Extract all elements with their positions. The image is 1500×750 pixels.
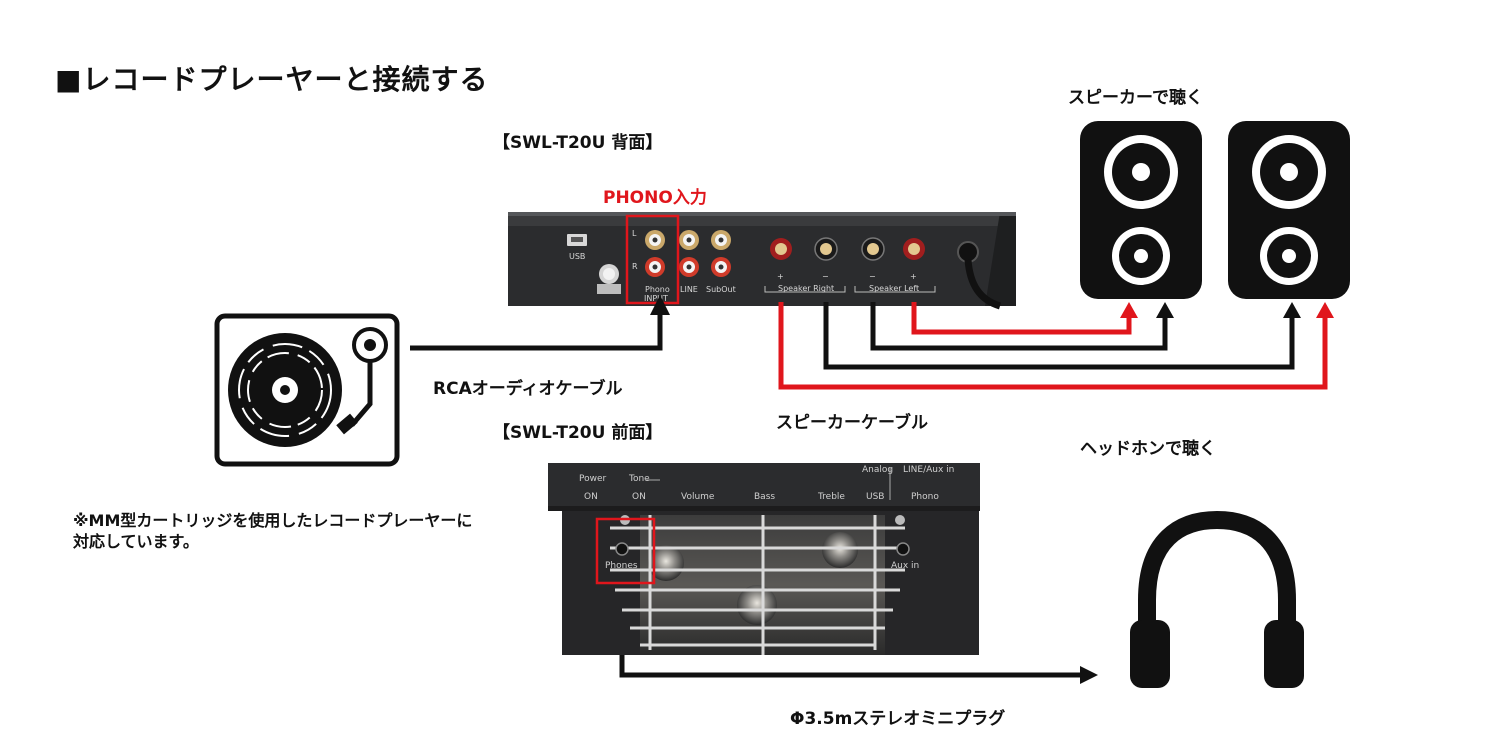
port-line-text: LINE: [680, 285, 698, 294]
ctrl-tone-text: Tone: [628, 474, 650, 484]
compatibility-note: ※MM型カートリッジを使用したレコードプレーヤーに 対応しています。: [73, 510, 533, 552]
ctrl-power-text: Power: [579, 474, 607, 484]
vacuum-tube-2: [822, 532, 858, 568]
phono-input-label: PHONO入力: [603, 188, 707, 208]
power-cable: [964, 259, 1002, 310]
speaker-icon-right: [1228, 121, 1350, 299]
phono-jacks: [645, 230, 665, 277]
ctrl-volume-text: Volume: [681, 492, 715, 502]
speaker-cables: [778, 302, 1334, 390]
speaker-cable-label: スピーカーケーブル: [776, 413, 928, 433]
phones-jack: [615, 542, 629, 556]
speakers-label: スピーカーで聴く: [1068, 88, 1203, 108]
rear-panel-heading: 【SWL-T20U 背面】: [493, 133, 663, 153]
ctrl-phono-text: Phono: [911, 492, 939, 502]
note-line-1: ※MM型カートリッジを使用したレコードプレーヤーに: [73, 511, 473, 530]
vacuum-tube-1: [648, 545, 684, 581]
turntable-icon: [214, 313, 400, 467]
ctrl-tone-on-text: ON: [632, 492, 646, 502]
port-minus-left-text: −: [869, 272, 876, 281]
phones-jack-highlight: [595, 517, 656, 585]
headphones-label: ヘッドホンで聴く: [1080, 439, 1216, 459]
port-r-text: R: [632, 262, 638, 271]
tube-cage: [610, 515, 905, 655]
ctrl-phones-text: Phones: [605, 561, 638, 571]
rca-cable: [410, 295, 670, 351]
line-jacks: [679, 230, 699, 277]
ctrl-aux-in-text: Aux in: [891, 561, 919, 571]
port-usb-text: USB: [569, 252, 585, 261]
note-line-2: 対応しています。: [73, 532, 199, 551]
port-subout-text: SubOut: [706, 285, 736, 294]
vacuum-tube-3: [737, 585, 777, 625]
ctrl-bass-text: Bass: [754, 492, 775, 502]
port-phono-text: Phono: [645, 285, 670, 294]
ctrl-line-aux-text: LINE/Aux in: [903, 465, 954, 475]
ctrl-power-on-text: ON: [584, 492, 598, 502]
ctrl-treble-text: Treble: [817, 492, 845, 502]
rear-panel-device: USB L R Phono INPUT LINE SubOut: [508, 212, 1016, 310]
port-input-text: INPUT: [644, 294, 668, 303]
subout-jacks: [711, 230, 731, 277]
port-speaker-right-text: Speaker Right: [778, 284, 834, 293]
speaker-terminals: [770, 237, 925, 261]
power-inlet: [957, 241, 979, 263]
speaker-icon-left: [1080, 121, 1202, 299]
ctrl-analog-text: Analog: [862, 465, 893, 475]
port-plus-right-text: +: [777, 272, 784, 281]
port-speaker-left-text: Speaker Left: [869, 284, 919, 293]
page-title: ■レコードプレーヤーと接続する: [55, 63, 489, 96]
aux-in-jack: [896, 542, 910, 556]
rca-cable-label: RCAオーディオケーブル: [433, 379, 623, 399]
front-panel-heading: 【SWL-T20U 前面】: [493, 423, 663, 443]
ctrl-usb-text: USB: [866, 492, 884, 502]
headphones-icon: [1130, 510, 1304, 688]
mini-plug-cable: [619, 655, 1080, 678]
port-l-text: L: [632, 229, 637, 238]
mini-plug-label: Φ3.5mステレオミニプラグ: [790, 709, 1006, 729]
front-panel-device: Power ON Tone ON Volume Bass Treble Anal…: [548, 463, 980, 655]
port-minus-right-text: −: [822, 272, 829, 281]
port-plus-left-text: +: [910, 272, 917, 281]
